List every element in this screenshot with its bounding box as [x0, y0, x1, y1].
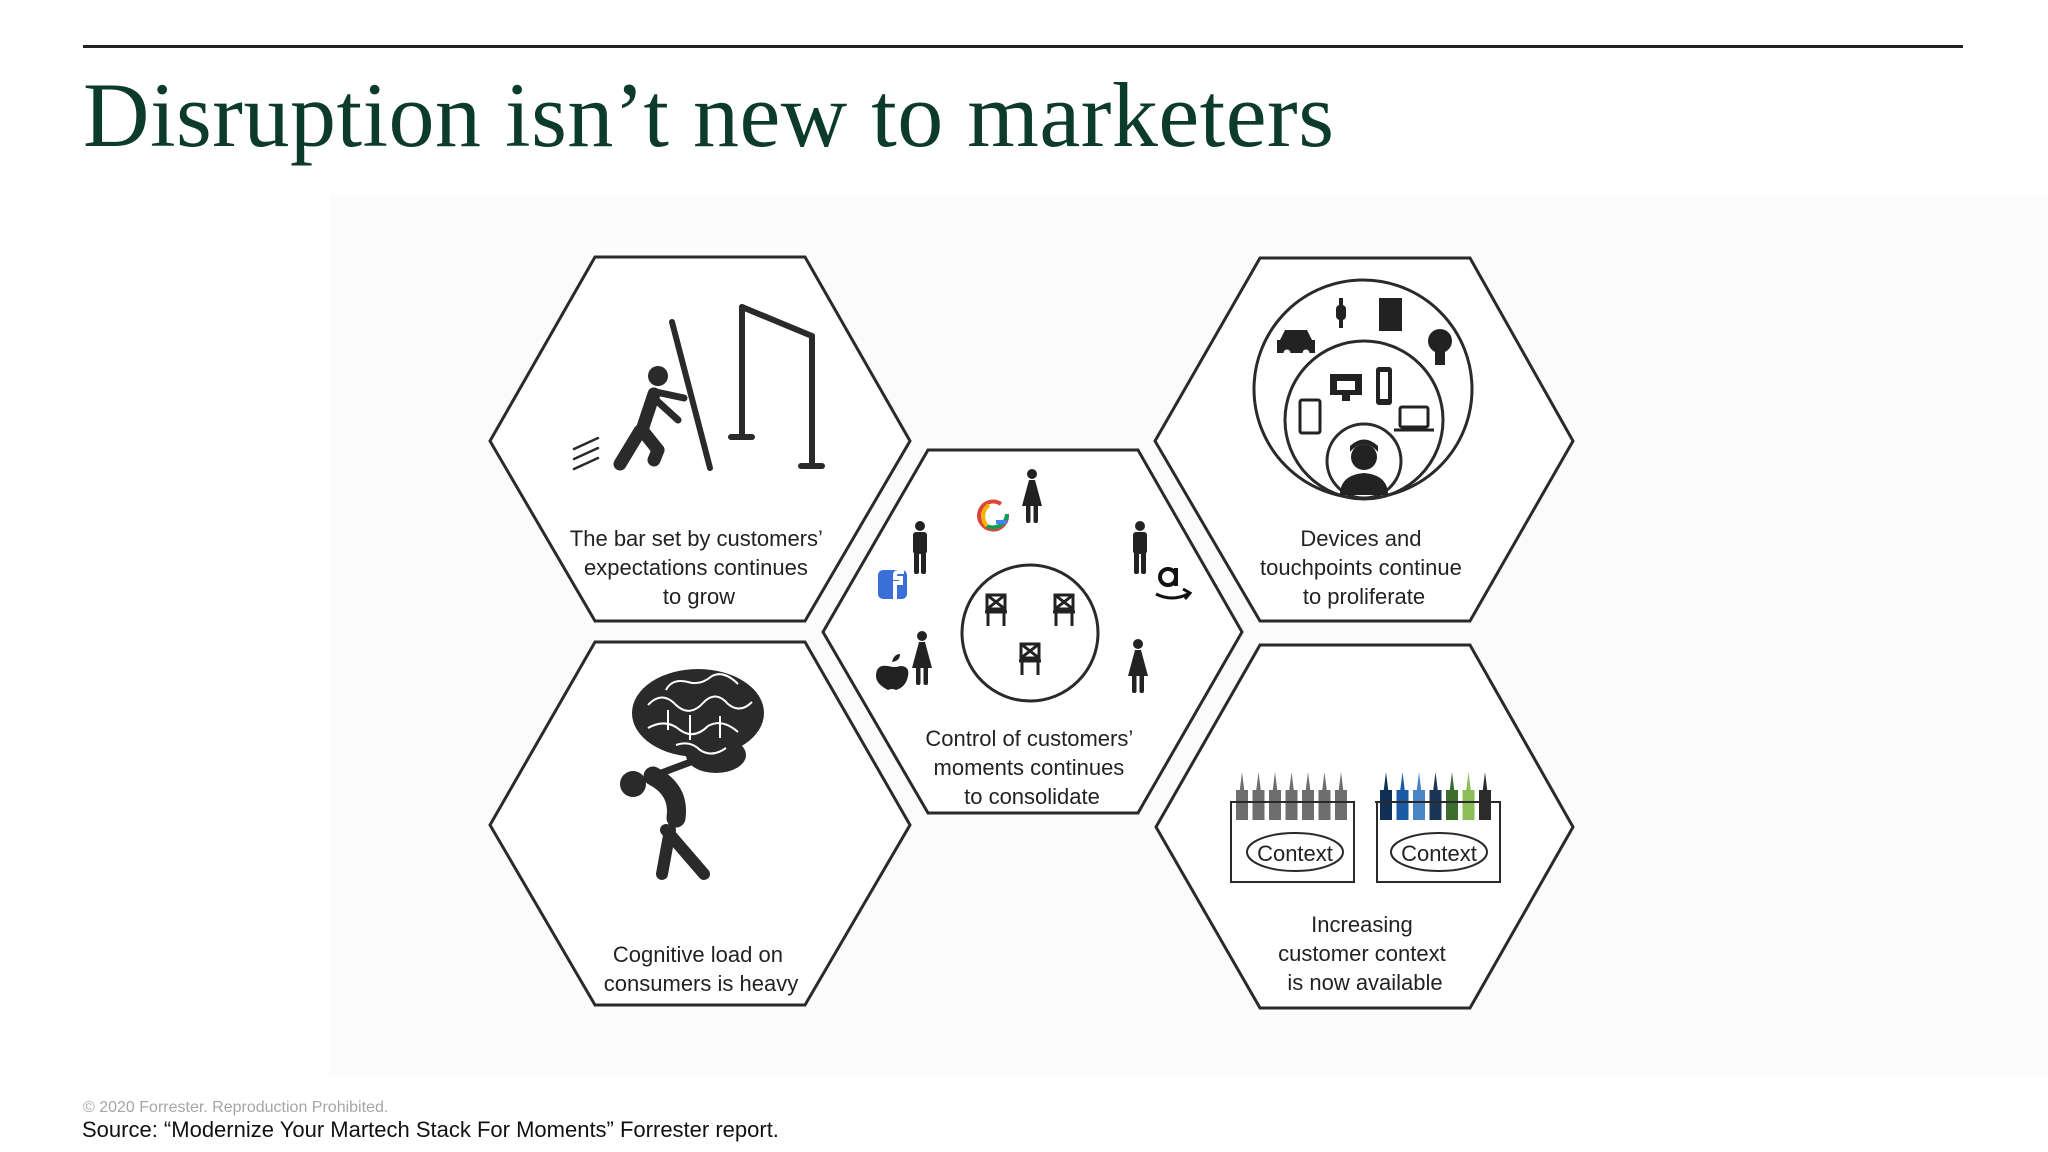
google-icon	[977, 499, 1010, 532]
crayon-body	[1429, 790, 1442, 820]
brain-carrier-icon	[620, 669, 764, 880]
copyright-notice: © 2020 Forrester. Reproduction Prohibite…	[83, 1099, 389, 1116]
platforms-table-icon	[876, 469, 1193, 703]
crayon-box-label: Context	[1401, 841, 1477, 866]
crayon-body	[1413, 790, 1425, 820]
bulb-icon	[1428, 329, 1452, 353]
slide-title: Disruption isn’t new to marketers	[83, 64, 1335, 166]
crayon-body	[1446, 790, 1458, 820]
crayon-box-colored: Context	[1375, 772, 1501, 883]
crayon-boxes-icon: Context Context	[1230, 772, 1501, 883]
apple-icon	[876, 654, 909, 690]
crayon-body	[1302, 790, 1314, 820]
source-note: Source: “Modernize Your Martech Stack Fo…	[82, 1117, 779, 1142]
caption-control: Control of customers’ moments continues …	[925, 726, 1138, 809]
top-rule	[83, 45, 1963, 48]
fridge-icon	[1379, 298, 1402, 331]
crayon-body	[1269, 790, 1281, 820]
crayon-body	[1380, 790, 1392, 820]
device-circles-icon	[1252, 278, 1474, 501]
crayon-box-label: Context	[1257, 841, 1333, 866]
crayon-body	[1236, 790, 1248, 820]
crayon-box-plain: Context	[1230, 772, 1355, 883]
pushing-bar-icon	[572, 304, 825, 471]
facebook-icon	[878, 567, 907, 599]
tablet-icon	[1298, 398, 1322, 435]
crayon-body	[1252, 790, 1265, 820]
hexagon-cognitive	[488, 640, 912, 1007]
crayon-body	[1318, 790, 1331, 820]
person-avatar-icon	[1340, 473, 1388, 495]
caption-context: Increasing customer context is now avail…	[1278, 912, 1452, 995]
amazon-icon	[1155, 567, 1193, 600]
caption-devices: Devices and touchpoints continue to prol…	[1260, 526, 1468, 609]
hexagon-context	[1154, 643, 1575, 1010]
crayon-body	[1285, 790, 1298, 820]
crayon-body	[1479, 790, 1491, 820]
caption-cognitive: Cognitive load on consumers is heavy	[604, 942, 798, 996]
car-icon	[1277, 330, 1315, 353]
crayon-body	[1396, 790, 1409, 820]
caption-expectations: The bar set by customers’ expectations c…	[570, 526, 828, 609]
crayon-body	[1462, 790, 1475, 820]
laptop-icon	[1398, 405, 1430, 429]
crayon-body	[1335, 790, 1347, 820]
